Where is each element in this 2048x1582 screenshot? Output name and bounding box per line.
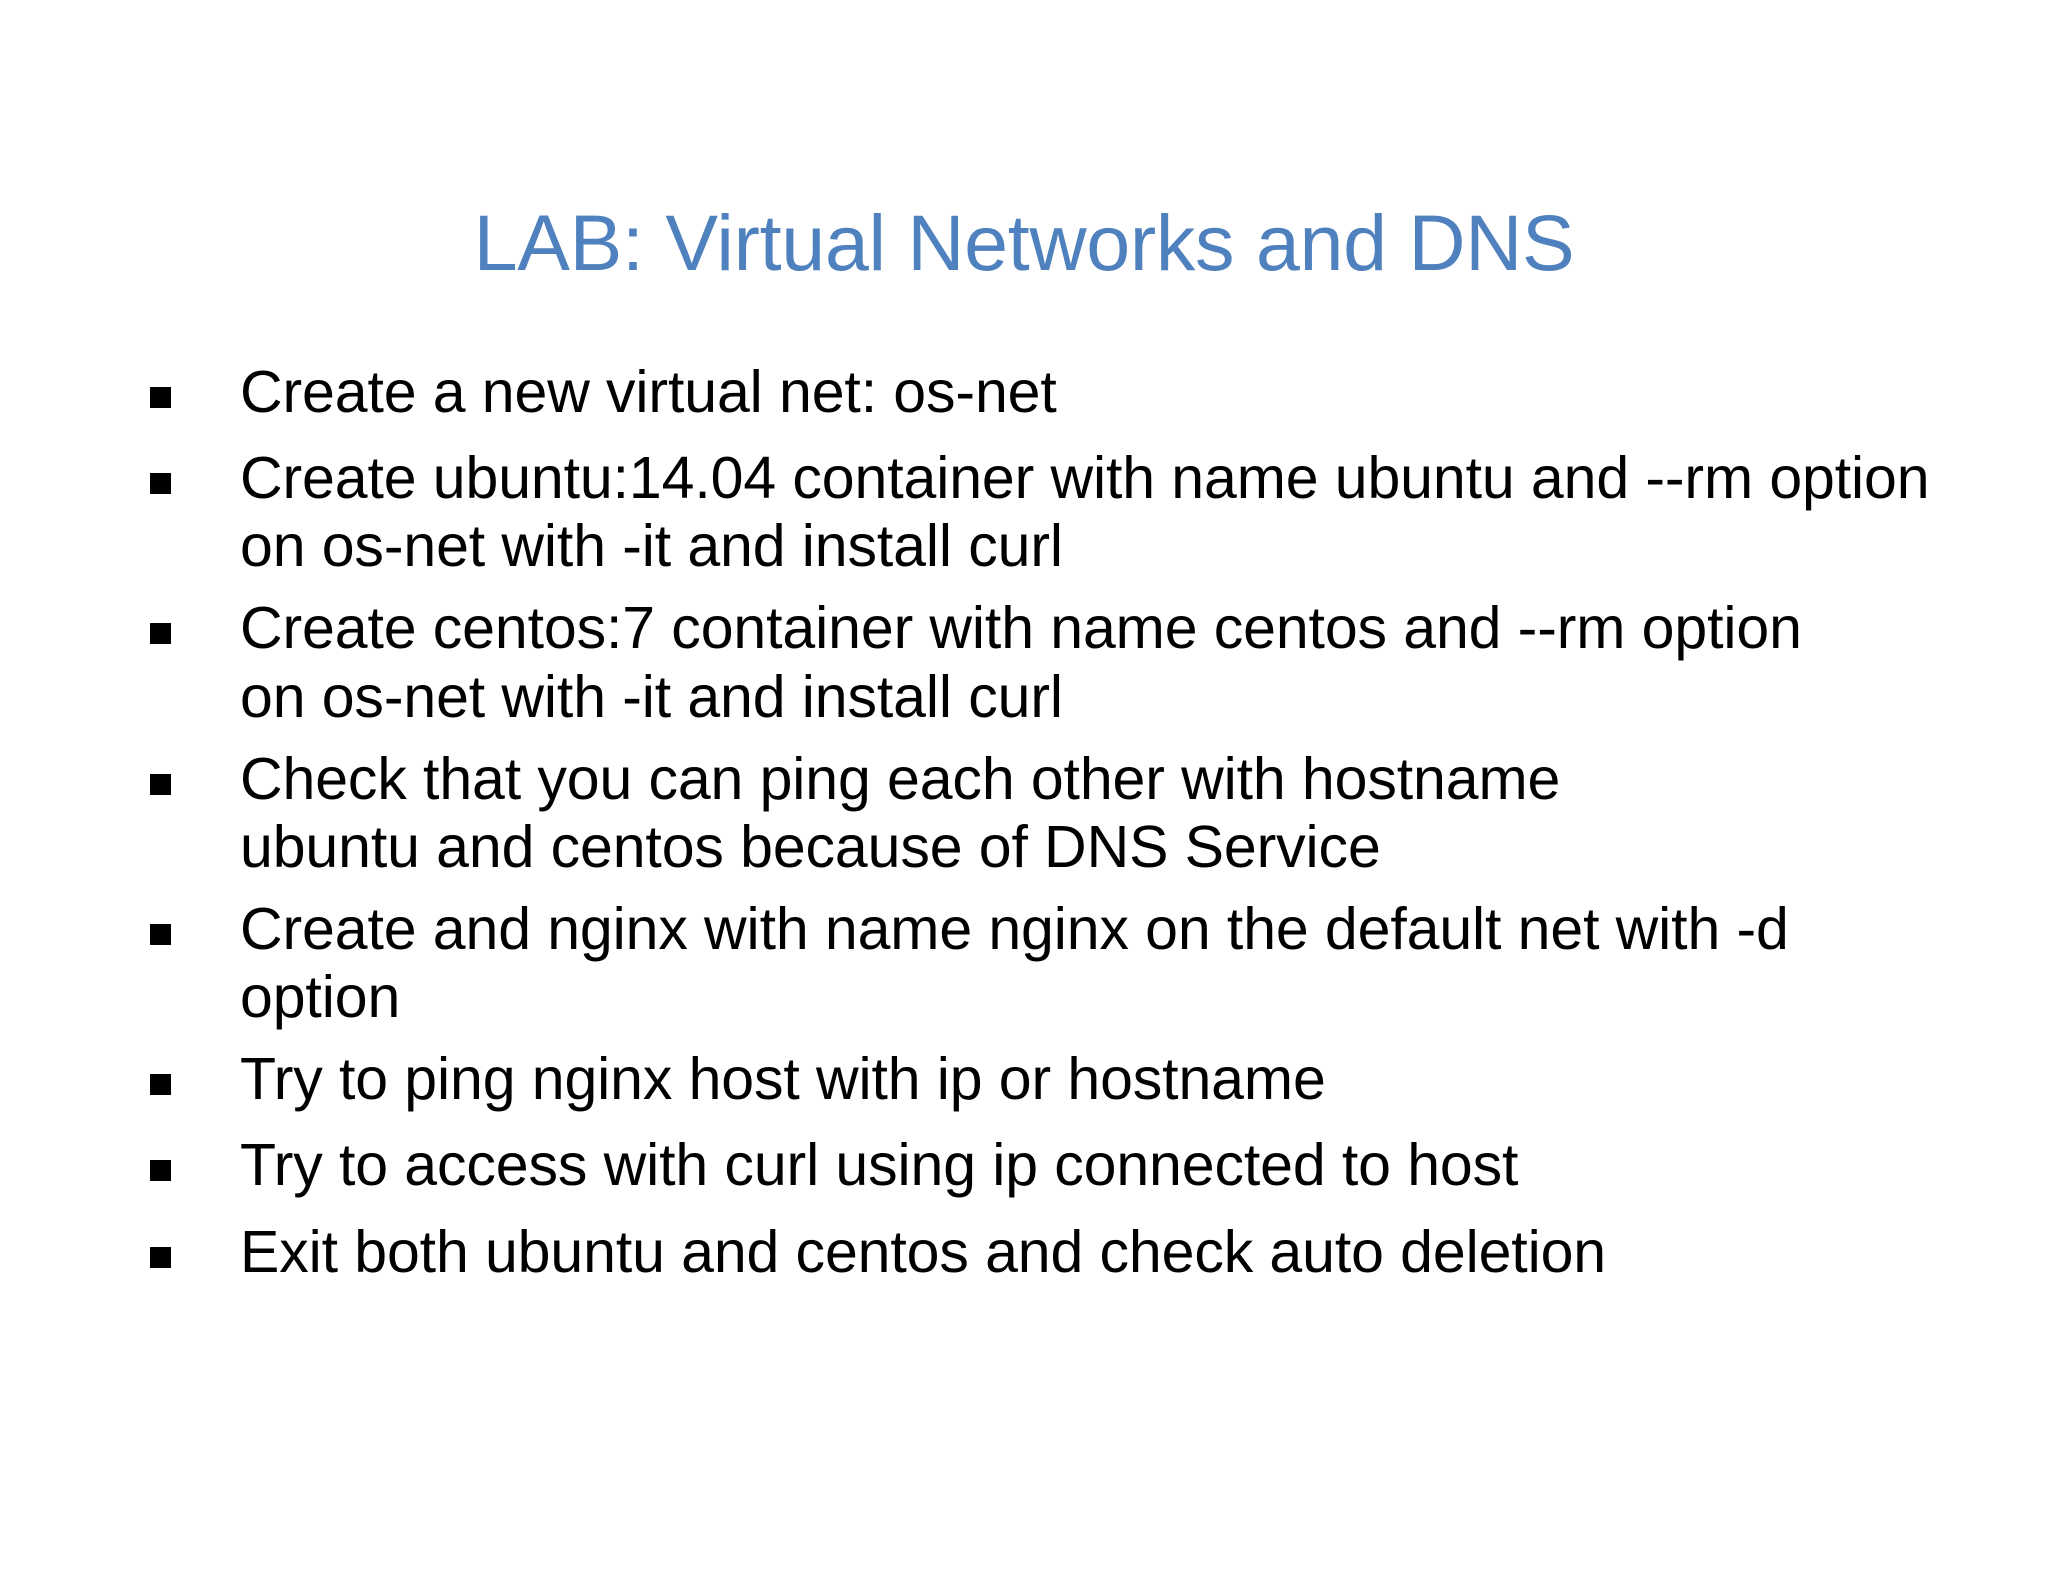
list-item: Try to ping nginx host with ip or hostna… [140,1045,1950,1113]
list-item-label: Try to access with curl using ip connect… [240,1132,1519,1199]
square-bullet-icon [150,1160,171,1182]
list-item: Create centos:7 container with name cent… [140,594,1950,730]
list-item: Create and nginx with name nginx on the … [140,895,1950,1031]
list-item-label: Try to ping nginx host with ip or hostna… [240,1046,1326,1113]
list-item-label: Create ubuntu:14.04 container with name … [240,445,1930,580]
list-item: Check that you can ping each other with … [140,745,1950,881]
list-item-label: Create centos:7 container with name cent… [240,595,1802,730]
square-bullet-icon [150,387,171,408]
square-bullet-icon [150,1074,171,1096]
list-item: Create ubuntu:14.04 container with name … [140,444,1950,580]
list-item: Try to access with curl using ip connect… [140,1131,1950,1199]
square-bullet-icon [150,923,171,945]
list-item-label: Create a new virtual net: os-net [240,359,1057,425]
list-item: Create a new virtual net: os-net [140,358,1950,426]
square-bullet-icon [150,473,171,495]
square-bullet-icon [150,1246,171,1268]
bullet-list: Create a new virtual net: os-net Create … [140,358,1950,1286]
list-item-label: Check that you can ping each other with … [240,745,1561,880]
list-item-label: Exit both ubuntu and centos and check au… [240,1218,1607,1285]
list-item-label: Create and nginx with name nginx on the … [240,895,1789,1031]
list-item: Exit both ubuntu and centos and check au… [140,1218,1950,1286]
page-title: LAB: Virtual Networks and DNS [473,197,1575,287]
square-bullet-icon [150,773,171,795]
square-bullet-icon [150,623,171,645]
